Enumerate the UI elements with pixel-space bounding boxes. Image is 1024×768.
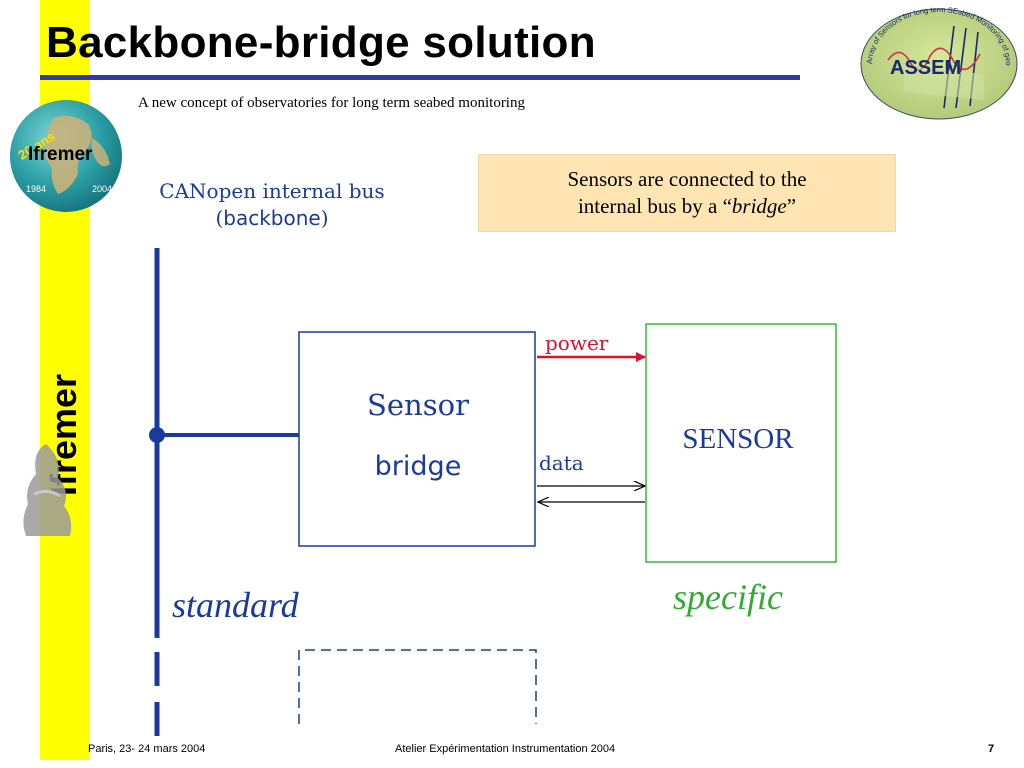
- callout-box: Sensors are connected to the internal bu…: [478, 154, 896, 232]
- ifremer-figure-logo: [23, 444, 72, 536]
- assem-text: ASSEM: [890, 57, 961, 79]
- sensor-label: SENSOR: [682, 423, 794, 455]
- bus-junction-dot: [149, 427, 165, 443]
- additional-bridge-dashed-box: [298, 649, 537, 724]
- sensor-box: [645, 323, 837, 563]
- slide-title: Backbone-bridge solution: [46, 18, 596, 67]
- callout-line2: internal bus by a “bridge”: [577, 194, 797, 218]
- bus-label-line2: (backbone): [215, 206, 329, 230]
- slide-subtitle: A new concept of observatories for long …: [138, 95, 525, 111]
- logo-ifremer-text: Ifremer: [28, 144, 93, 165]
- callout-emphasis: bridge: [731, 194, 787, 218]
- sensor-bridge-box: [298, 331, 536, 547]
- logo-year-start: 1984: [26, 184, 46, 194]
- specific-label: specific: [673, 577, 783, 617]
- footer-page-number: 7: [988, 743, 995, 755]
- data-label: data: [539, 451, 584, 475]
- title-underline: [40, 75, 800, 80]
- logo-year-end: 2004: [92, 184, 112, 194]
- bus-label: CANopen internal bus (backbone): [132, 178, 412, 232]
- bridge-label-line1: Sensor: [367, 388, 469, 422]
- footer-event: Atelier Expérimentation Instrumentation …: [395, 743, 616, 755]
- assem-logo: Array of Sensors for long term SEabed Mo…: [858, 4, 1018, 120]
- bus-label-line1: CANopen internal bus: [159, 179, 385, 203]
- standard-label: standard: [172, 585, 300, 625]
- callout-line1: Sensors are connected to the: [567, 166, 807, 191]
- power-label: power: [545, 331, 609, 355]
- ifremer-globe-logo: 20 ans Ifremer 1984 2004: [10, 100, 122, 212]
- footer-date: Paris, 23- 24 mars 2004: [88, 743, 206, 755]
- bridge-label-line2: bridge: [375, 451, 462, 482]
